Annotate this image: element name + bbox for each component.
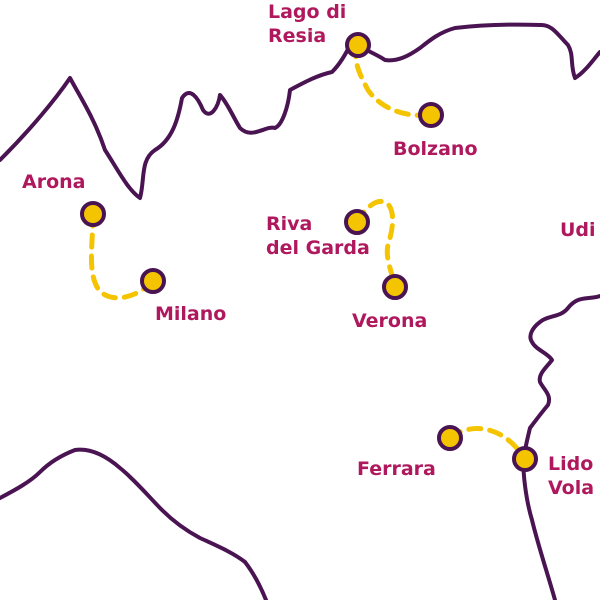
borders <box>0 22 600 600</box>
apennine-coast <box>0 447 268 600</box>
alpine-border <box>0 22 600 200</box>
route-arona-milano <box>88 211 156 301</box>
adriatic-coast <box>521 294 600 600</box>
marker-bolzano[interactable] <box>418 102 444 128</box>
marker-verona[interactable] <box>382 274 408 300</box>
label-verona: Verona <box>352 310 428 332</box>
marker-arona[interactable] <box>80 201 106 227</box>
label-bolzano: Bolzano <box>393 138 478 160</box>
label-milano: Milano <box>155 303 227 325</box>
marker-milano[interactable] <box>140 268 166 294</box>
label-riva-del-garda: Riva del Garda <box>266 213 370 259</box>
label-udine: Udi <box>560 219 596 241</box>
marker-riva-del-garda[interactable] <box>344 209 370 235</box>
route-resia-bolzano <box>353 42 434 118</box>
label-arona: Arona <box>22 171 86 193</box>
marker-lido-volano[interactable] <box>512 446 538 472</box>
route-riva-verona <box>354 198 398 290</box>
marker-lago-di-resia[interactable] <box>345 32 371 58</box>
label-lago-di-resia: Lago di Resia <box>268 1 347 47</box>
marker-ferrara[interactable] <box>437 425 463 451</box>
label-ferrara: Ferrara <box>357 458 436 480</box>
markers <box>80 32 538 472</box>
label-lido-volano: Lido Vola <box>548 453 595 499</box>
